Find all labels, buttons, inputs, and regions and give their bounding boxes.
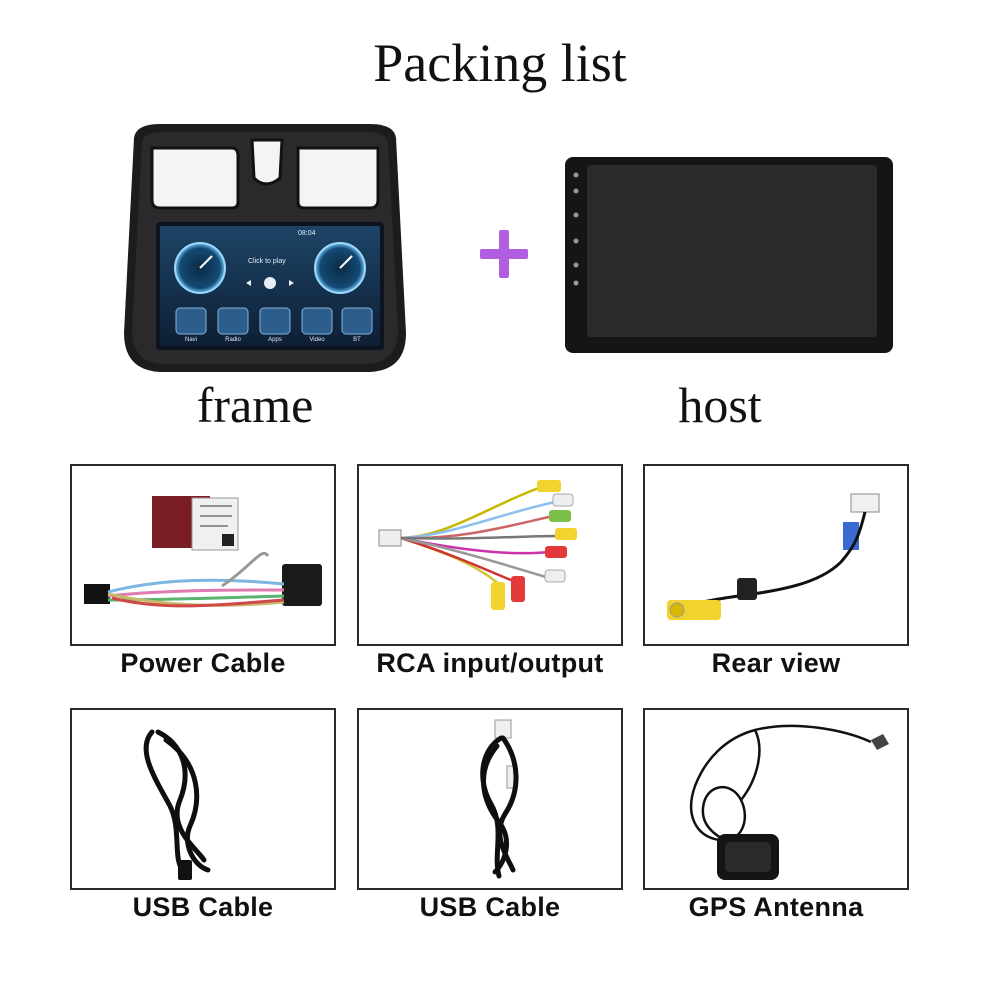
item-box-power-cable [70,464,336,646]
gps-antenna-icon [689,724,889,880]
rear-view-cable-icon [667,493,880,620]
item-label-usb-cable-1: USB Cable [132,892,274,922]
rca-cable-icon [378,480,577,610]
app-label-apps: Apps [268,337,282,343]
item-label-usb-cable-2: USB Cable [419,892,561,922]
status-time: 08:04 [298,230,316,237]
app-label-video: Video [309,337,325,343]
item-label-rca: RCA input/output [376,648,604,678]
host-label: host [678,377,762,433]
item-box-gps-antenna [643,708,909,890]
item-box-rear-view [643,464,909,646]
item-box-usb-cable-1 [70,708,336,890]
item-label-power-cable: Power Cable [120,648,286,678]
usb-cable-icon [143,729,211,880]
host-image [565,157,893,353]
frame-label: frame [196,377,314,433]
item-box-usb-cable-2 [357,708,623,890]
click-to-play-text: Click to play [248,258,286,265]
item-label-rear-view: Rear view [711,648,841,678]
usb-cable-icon-2 [480,719,519,879]
plus-icon [478,228,530,280]
item-label-gps-antenna: GPS Antenna [688,892,864,922]
app-label-bt: BT [353,337,361,343]
app-label-radio: Radio [225,337,241,343]
item-box-rca [357,464,623,646]
power-cable-icon [84,496,322,608]
page-title: Packing list [373,33,627,93]
app-label-navi: Navi [184,337,197,343]
frame-image: 08:04 Click to play Navi Radio Apps Vide… [120,118,410,380]
